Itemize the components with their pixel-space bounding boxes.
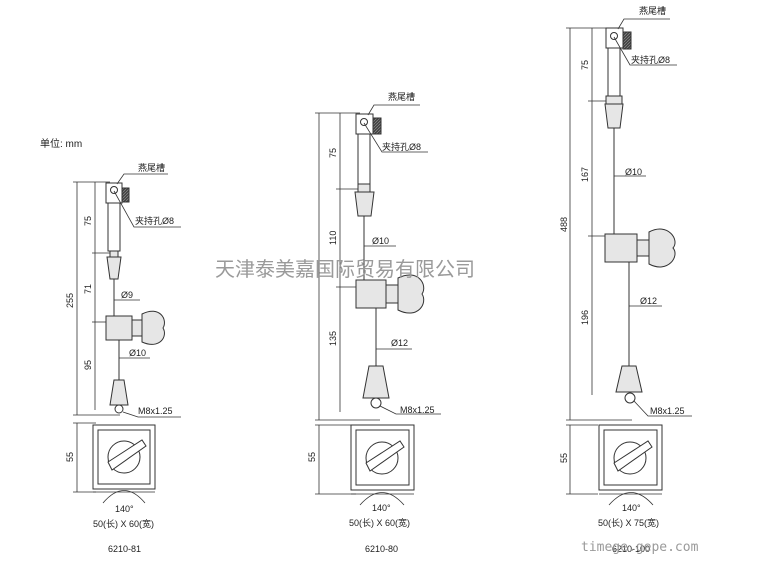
fine-arm — [607, 47, 621, 97]
label-clamp-hole: 夹持孔Ø8 — [631, 54, 670, 65]
label-thread: M8x1.25 — [400, 405, 435, 415]
label-clamp-hole: 夹持孔Ø8 — [382, 141, 421, 152]
fine-arm — [107, 202, 121, 252]
label-dovetail: 燕尾槽 — [138, 162, 165, 173]
leader-dovetail — [116, 173, 168, 185]
v-groove-arc — [608, 492, 654, 506]
clamp-neck — [131, 319, 143, 337]
dim-middle: 71 — [83, 284, 93, 294]
switch-lever — [365, 440, 405, 472]
clamp-hole — [610, 32, 618, 40]
model-6210-100: 75 488 167 196 55 燕尾槽 夹持孔Ø8 Ø10 Ø12 M8x1… — [559, 5, 692, 554]
model-6210-81: 75 255 71 95 55 燕尾槽 夹持孔Ø8 Ø9 Ø10 M8x1.25 — [65, 162, 181, 554]
label-rod-lower: Ø12 — [391, 338, 408, 348]
dim-upper: 75 — [83, 216, 93, 226]
fine-arm — [357, 133, 371, 185]
clamp-hole — [360, 118, 368, 126]
dim-base-height: 55 — [307, 452, 317, 462]
dim-upper: 75 — [328, 148, 338, 158]
dim-lower: 196 — [580, 310, 590, 325]
label-rod-upper: Ø9 — [121, 290, 133, 300]
center-clamp — [105, 315, 133, 341]
dim-total: 255 — [65, 293, 75, 308]
t-handle — [397, 274, 425, 314]
dim-lower: 95 — [83, 360, 93, 370]
joint-cone — [354, 191, 375, 217]
base-joint — [362, 365, 390, 399]
dim-upper: 75 — [580, 60, 590, 70]
knurled-knob — [622, 31, 632, 50]
leader-thread — [379, 405, 441, 415]
label-angle: 140° — [115, 504, 134, 514]
knurled-knob — [121, 187, 130, 203]
leader-dovetail — [617, 18, 670, 30]
base-stud — [114, 404, 124, 414]
label-base-size: 50(长) X 60(宽) — [349, 517, 410, 528]
center-clamp — [355, 279, 387, 309]
unit-label: 单位: mm — [40, 137, 82, 150]
clamp-neck — [385, 284, 399, 304]
leader-clamp-hole — [113, 190, 181, 228]
t-handle — [648, 228, 676, 268]
dim-lower: 135 — [328, 331, 338, 346]
joint-cone — [604, 103, 624, 129]
center-clamp — [604, 233, 638, 263]
label-dovetail: 燕尾槽 — [639, 5, 666, 16]
label-dovetail: 燕尾槽 — [388, 91, 415, 102]
base-stud — [370, 397, 382, 409]
joint-upper — [357, 183, 371, 193]
leader-clamp-hole — [363, 122, 428, 153]
model-number: 6210-81 — [108, 544, 141, 554]
label-clamp-hole: 夹持孔Ø8 — [135, 215, 174, 226]
dim-middle: 110 — [328, 231, 338, 245]
label-rod-lower: Ø12 — [640, 296, 657, 306]
company-watermark: 天津泰美嘉国际贸易有限公司 — [215, 257, 475, 281]
base-joint — [615, 365, 643, 393]
dim-total: 488 — [559, 217, 569, 232]
switch-lever — [107, 439, 147, 471]
knurled-knob — [372, 117, 382, 135]
model-number: 6210-80 — [365, 544, 398, 554]
dim-middle: 167 — [580, 167, 590, 182]
leader-thread — [633, 400, 692, 417]
dim-base-height: 55 — [559, 453, 569, 463]
model-6210-80: 75 110 135 55 燕尾槽 夹持孔Ø8 Ø10 Ø12 M8x1.25 … — [307, 91, 441, 554]
label-angle: 140° — [372, 503, 391, 513]
clamp-hole — [110, 186, 118, 194]
dim-base-height: 55 — [65, 452, 75, 462]
base-joint — [109, 379, 129, 406]
leader-thread — [122, 411, 181, 418]
v-groove-arc — [359, 492, 405, 506]
v-groove-arc — [102, 490, 146, 504]
switch-lever — [613, 440, 653, 472]
label-base-size: 50(长) X 75(宽) — [598, 517, 659, 528]
t-handle — [141, 310, 165, 345]
clamp-neck — [636, 239, 650, 257]
site-watermark: timege.gepe.com — [581, 540, 699, 555]
label-rod-upper: Ø10 — [625, 167, 642, 177]
joint-cone — [106, 256, 122, 280]
label-angle: 140° — [622, 503, 641, 513]
model-number: 6210-100 — [612, 544, 650, 554]
joint-upper — [109, 250, 119, 258]
label-thread: M8x1.25 — [138, 406, 173, 416]
label-rod-lower: Ø10 — [129, 348, 146, 358]
label-rod-upper: Ø10 — [372, 236, 389, 246]
leader-clamp-hole — [613, 36, 677, 66]
label-base-size: 50(长) X 60(宽) — [93, 518, 154, 529]
leader-dovetail — [367, 104, 420, 116]
base-stud — [624, 392, 636, 404]
joint-upper — [605, 95, 623, 105]
label-thread: M8x1.25 — [650, 406, 685, 416]
